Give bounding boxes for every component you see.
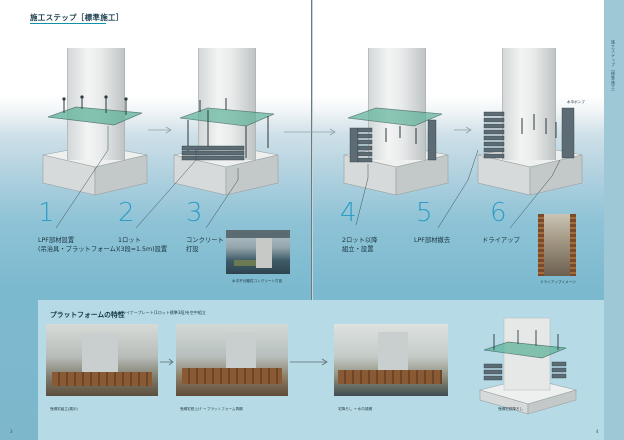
step-label-6: ドライアップ: [482, 237, 520, 244]
liner-plate-lot-4: [347, 107, 443, 163]
step-label-1: LPF部材設置(吊治具・プラットフォーム): [38, 237, 119, 254]
platform-frame-1: [47, 95, 143, 126]
platform-caption-3: 宅降ろし → 水中據鋼: [338, 407, 373, 411]
liner-wall-left: [538, 214, 544, 276]
step-number-5: 5: [416, 198, 433, 228]
pier-in-photo: [256, 238, 272, 268]
liner-wall-right: [570, 214, 576, 276]
step-number-1: 1: [38, 198, 55, 228]
platform-photo-2: [176, 324, 288, 396]
step-number-6: 6: [490, 198, 507, 228]
step-arrow-3: [454, 126, 472, 134]
step-number-3: 3: [186, 198, 203, 228]
section-title: 施工ステップ［標準施工］: [30, 13, 124, 22]
platform-subtitle: ・ライナープレート(1ロット標準3段)を空中組立: [118, 310, 206, 315]
platform-deck: [182, 368, 282, 384]
liner-plate-lot-6: [483, 107, 575, 159]
column-in-photo: [378, 332, 408, 372]
step-arrow-1: [148, 126, 172, 134]
page-number-right: 4: [596, 429, 599, 434]
platform-arrow-2: [290, 358, 328, 366]
concrete-pour-photo: [226, 230, 290, 274]
step-number-4: 4: [340, 198, 357, 228]
platform-deck: [52, 372, 152, 386]
step-arrow-2: [284, 128, 336, 136]
section-title-underline: [30, 23, 106, 24]
pump-label: 水中ポンプ: [567, 100, 585, 104]
concrete-pour-caption: 水中不分離性コンクリート打設: [232, 279, 283, 283]
barge: [234, 260, 256, 266]
platform-caption-4: 曳綱宅鉄降ろし: [498, 407, 524, 411]
step-label-2: 1ロット(3段=1.5m)設置: [118, 237, 168, 254]
platform-caption-2: 曳綱宅鉄上げ → プラットフォーム再鋼: [180, 407, 243, 411]
next-page-edge: [604, 0, 624, 440]
dryup-photo: [538, 214, 576, 276]
step-label-3: コンクリート打設: [186, 237, 224, 254]
platform-photo-1: [46, 324, 158, 396]
page-fold-shadow: [312, 0, 313, 440]
step-label-5: LPF部材撤去: [414, 237, 451, 244]
column-in-photo: [226, 332, 256, 370]
platform-arrow-1: [160, 358, 174, 366]
pier-6: [502, 48, 556, 160]
bridge-deck: [226, 230, 290, 238]
side-tab-label: 施工ステップ［標準施工］: [611, 40, 616, 94]
platform-deck: [338, 370, 442, 384]
platform-caption-1: 曳綱宅組立(展示): [50, 407, 78, 411]
pier-1: [67, 48, 125, 160]
dryup-caption: ドライアップイメージ: [540, 280, 576, 284]
step-label-4: 2ロット以降組立・設置: [342, 237, 378, 254]
platform-photo-3: [334, 324, 448, 396]
platform-diagram: [478, 317, 578, 415]
liner-plate-lot-2: [179, 98, 275, 161]
page-fold: [311, 0, 312, 440]
column-in-photo: [82, 334, 118, 374]
platform-title: プラットフォームの特性: [50, 311, 125, 319]
page-number-left: 3: [10, 429, 13, 434]
step-number-2: 2: [118, 198, 135, 228]
